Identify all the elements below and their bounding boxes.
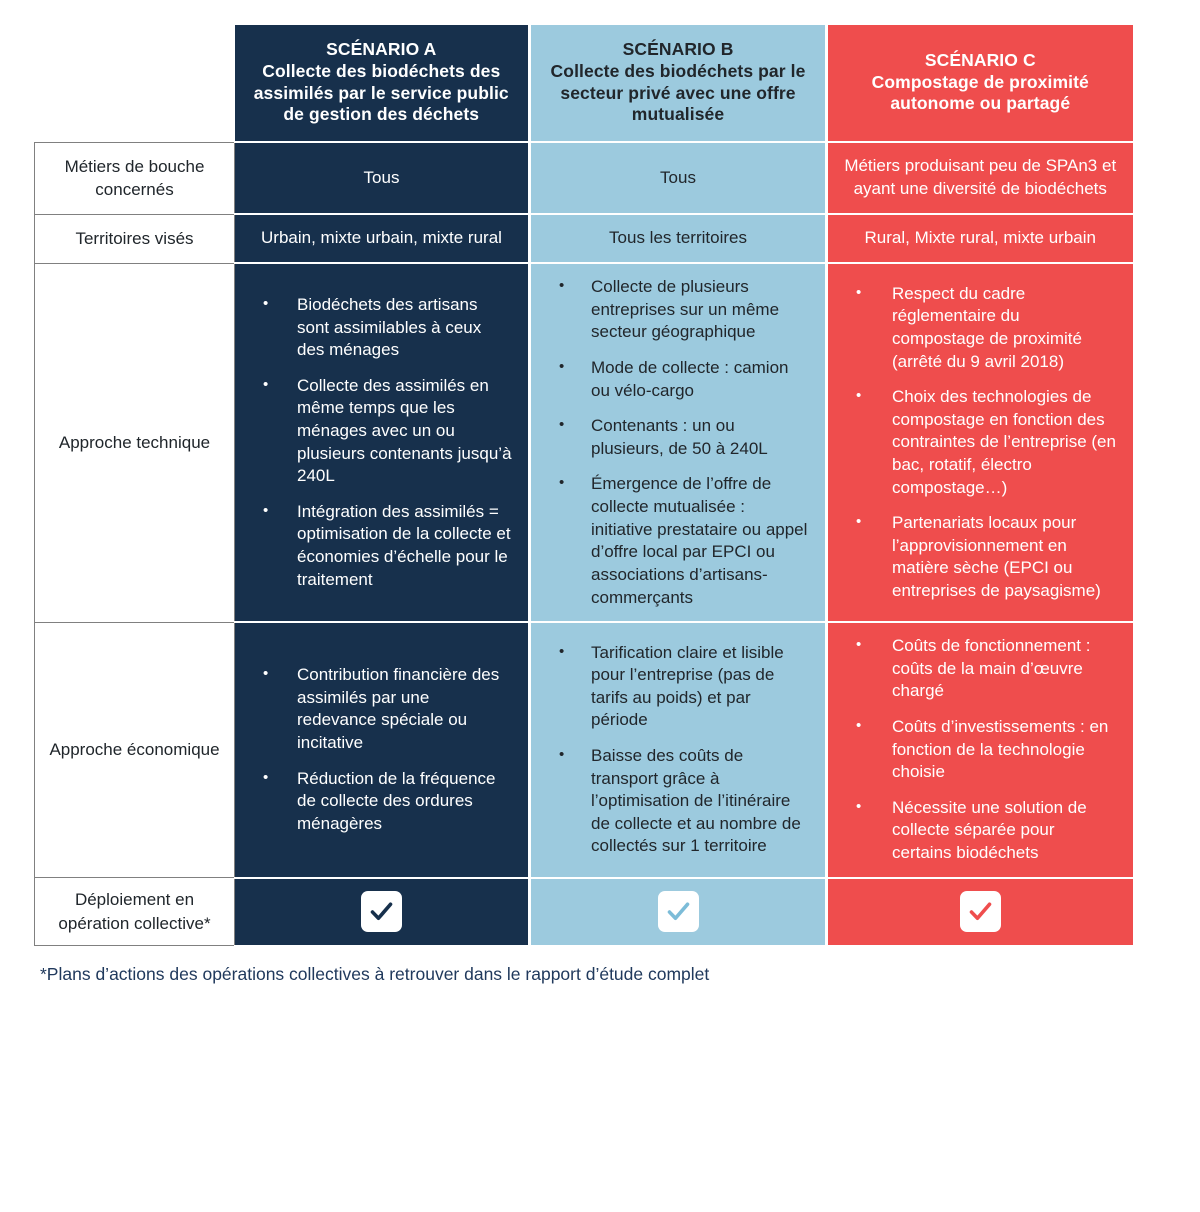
table-row: Approche économique Contribution financi…	[34, 621, 1133, 879]
table-row: Déploiement en opération collective*	[34, 876, 1133, 947]
cell-metiers-scenario-c: Métiers produisant peu de SPAn3 et ayant…	[826, 141, 1133, 216]
check-icon	[667, 902, 689, 921]
header-empty-corner	[34, 25, 235, 143]
scenario-a-title: Collecte des biodéchets des assimilés pa…	[253, 61, 509, 125]
bullet-item: Respect du cadre réglementaire du compos…	[850, 282, 1117, 373]
cell-approche-economique-scenario-a: Contribution financière des assimilés pa…	[234, 621, 531, 879]
comparison-matrix: SCÉNARIO A Collecte des biodéchets des a…	[34, 25, 1133, 947]
cell-approche-economique-scenario-b: Tarification claire et lisible pour l’en…	[529, 621, 828, 879]
bullet-list: Respect du cadre réglementaire du compos…	[844, 282, 1117, 603]
check-icon	[969, 902, 992, 921]
bullet-item: Contenants : un ou plusieurs, de 50 à 24…	[553, 414, 809, 460]
scenario-c-title: Compostage de proximité autonome ou part…	[871, 72, 1089, 114]
bullet-item: Intégration des assimilés = optimisation…	[257, 500, 512, 591]
bullet-item: Mode de collecte : camion ou vélo-cargo	[553, 356, 809, 402]
column-header-scenario-c: SCÉNARIO C Compostage de proximité auton…	[826, 25, 1133, 143]
check-badge-scenario-c	[959, 891, 1001, 933]
bullet-item: Tarification claire et lisible pour l’en…	[553, 641, 809, 732]
cell-approche-technique-scenario-c: Respect du cadre réglementaire du compos…	[826, 262, 1133, 624]
row-label-metiers-de-bouche: Métiers de bouche concernés	[34, 141, 235, 215]
table-row: Métiers de bouche concernés Tous Tous Mé…	[34, 141, 1133, 216]
bullet-list: Biodéchets des artisans sont assimilable…	[251, 293, 512, 591]
cell-approche-economique-scenario-c: Coûts de fonctionnement : coûts de la ma…	[826, 621, 1133, 879]
cell-deploiement-scenario-a	[234, 876, 531, 947]
column-header-scenario-b: SCÉNARIO B Collecte des biodéchets par l…	[529, 25, 828, 143]
cell-metiers-scenario-a: Tous	[234, 141, 531, 216]
cell-deploiement-scenario-c	[826, 876, 1133, 947]
cell-approche-technique-scenario-a: Biodéchets des artisans sont assimilable…	[234, 262, 531, 624]
scenario-a-label: SCÉNARIO A	[326, 39, 437, 59]
table-row: Territoires visés Urbain, mixte urbain, …	[34, 213, 1133, 265]
check-icon	[370, 902, 393, 921]
scenario-b-label: SCÉNARIO B	[622, 39, 734, 59]
cell-approche-technique-scenario-b: Collecte de plusieurs entreprises sur un…	[529, 262, 828, 624]
check-badge-scenario-b	[657, 891, 699, 933]
bullet-item: Biodéchets des artisans sont assimilable…	[257, 293, 512, 362]
bullet-list: Coûts de fonctionnement : coûts de la ma…	[844, 634, 1117, 865]
cell-metiers-scenario-b: Tous	[529, 141, 828, 216]
bullet-item: Contribution financière des assimilés pa…	[257, 663, 512, 754]
footnote-text: *Plans d’actions des opérations collecti…	[40, 963, 710, 984]
bullet-item: Coûts de fonctionnement : coûts de la ma…	[850, 634, 1117, 703]
table-row: Approche technique Biodéchets des artisa…	[34, 262, 1133, 624]
row-label-territoires-vises: Territoires visés	[34, 213, 235, 264]
cell-territoires-scenario-a: Urbain, mixte urbain, mixte rural	[234, 213, 531, 265]
cell-territoires-scenario-c: Rural, Mixte rural, mixte urbain	[826, 213, 1133, 265]
check-badge-scenario-a	[361, 891, 402, 933]
bullet-item: Émergence de l’offre de collecte mutuali…	[553, 472, 809, 609]
cell-territoires-scenario-b: Tous les territoires	[529, 213, 828, 265]
bullet-item: Collecte des assimilés en même temps que…	[257, 374, 512, 488]
row-label-approche-technique: Approche technique	[34, 262, 235, 623]
row-label-approche-economique: Approche économique	[34, 621, 235, 879]
bullet-item: Réduction de la fréquence de collecte de…	[257, 767, 512, 836]
bullet-list: Contribution financière des assimilés pa…	[251, 663, 512, 836]
scenario-b-title: Collecte des biodéchets par le secteur p…	[550, 61, 806, 125]
bullet-list: Tarification claire et lisible pour l’en…	[547, 641, 809, 858]
table-header-row: SCÉNARIO A Collecte des biodéchets des a…	[34, 25, 1133, 143]
scenario-c-label: SCÉNARIO C	[924, 49, 1036, 70]
bullet-item: Collecte de plusieurs entreprises sur un…	[553, 275, 809, 344]
row-label-deploiement-operation-collective: Déploiement en opération collective*	[34, 877, 235, 946]
scenario-comparison-table: SCÉNARIO A Collecte des biodéchets des a…	[0, 25, 1200, 1212]
column-header-scenario-a: SCÉNARIO A Collecte des biodéchets des a…	[234, 25, 531, 143]
bullet-list: Collecte de plusieurs entreprises sur un…	[547, 275, 809, 609]
bullet-item: Baisse des coûts de transport grâce à l’…	[553, 744, 809, 858]
bullet-item: Nécessite une solution de collecte sépar…	[850, 796, 1117, 865]
bullet-item: Choix des technologies de compostage en …	[850, 385, 1117, 499]
cell-deploiement-scenario-b	[529, 876, 828, 947]
bullet-item: Coûts d’investissements : en fonction de…	[850, 715, 1117, 784]
bullet-item: Partenariats locaux pour l’approvisionne…	[850, 511, 1117, 602]
